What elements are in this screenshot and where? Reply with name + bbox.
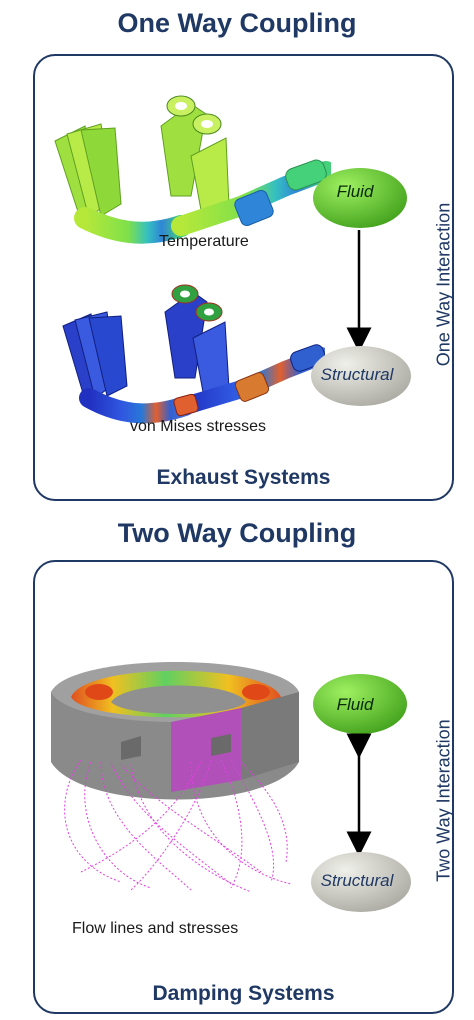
exhaust-temperature-render [54,95,331,244]
fluid-node: Fluid [313,168,407,228]
damping-systems-footer: Damping Systems [152,982,335,1005]
fluid-node-label: Fluid [337,695,374,714]
one-way-panel: Temperature von Mises stresses [33,54,454,501]
one-way-interaction-label: One Way Interaction [433,202,454,367]
structural-node-label: Structural [321,365,395,384]
structural-node-label: Structural [321,871,395,890]
one-way-coupling-diagram: Fluid Structural [311,168,411,406]
two-way-interaction-label: Two Way Interaction [433,719,454,882]
two-way-coupling-diagram: Fluid Structural [311,674,411,912]
structural-node: Structural [311,852,411,912]
fluid-node: Fluid [313,674,407,734]
section-two-title: Two Way Coupling [117,518,357,548]
damper-render [51,662,299,893]
flow-lines-caption: Flow lines and stresses [72,920,239,937]
exhaust-stress-render [62,284,325,424]
two-way-panel: Flow lines and stresses Fluid Structural [33,560,454,1014]
stress-caption: von Mises stresses [130,418,267,435]
structural-node: Structural [311,346,411,406]
exhaust-systems-footer: Exhaust Systems [156,466,331,489]
fluid-node-label: Fluid [337,182,374,201]
temperature-caption: Temperature [159,233,249,250]
section-one-title: One Way Coupling [117,8,357,38]
